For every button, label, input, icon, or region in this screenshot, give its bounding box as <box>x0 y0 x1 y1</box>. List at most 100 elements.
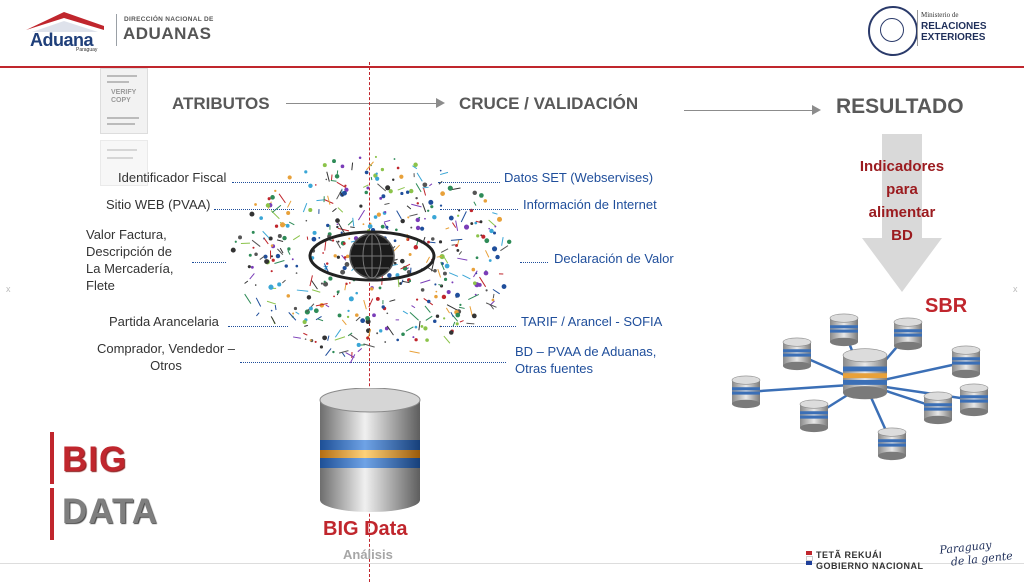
cloud-particle <box>252 231 255 234</box>
cloud-particle <box>473 191 477 195</box>
cloud-particle <box>443 272 447 276</box>
cloud-particle <box>486 289 488 291</box>
big-accent-bar <box>50 432 54 484</box>
cloud-particle <box>470 222 473 225</box>
val-bd-line1: BD – PVAA de Aduanas, <box>515 343 656 360</box>
cloud-particle <box>274 261 284 264</box>
cloud-particle <box>397 211 402 219</box>
cloud-particle <box>440 170 442 172</box>
cloud-particle <box>497 217 502 222</box>
cloud-particle <box>320 345 323 348</box>
cloud-particle <box>420 280 430 283</box>
cloud-particle <box>444 278 447 281</box>
cloud-particle <box>339 351 348 354</box>
cloud-particle <box>426 257 429 263</box>
cloud-particle <box>314 308 319 313</box>
connector-dots <box>438 182 500 183</box>
cloud-particle <box>349 296 354 301</box>
cloud-particle <box>420 227 424 231</box>
cloud-particle <box>385 185 390 190</box>
val-informacion-internet: Información de Internet <box>523 196 657 213</box>
invoice-thumbnail: VERIFY COPY <box>100 68 148 134</box>
cloud-particle <box>327 172 330 182</box>
cloud-particle <box>249 254 252 257</box>
cloud-particle <box>328 336 329 341</box>
cloud-particle <box>323 163 327 167</box>
ministry-name: RELACIONES EXTERIORES <box>921 21 987 43</box>
cloud-particle <box>358 210 364 220</box>
cloud-particle <box>335 337 345 340</box>
cloud-particle <box>443 255 448 263</box>
database-node-icon <box>878 428 906 460</box>
tetã-rekuai-text: TETÃ REKUÁI <box>816 550 882 560</box>
cloud-particle <box>429 184 432 186</box>
cloud-particle <box>359 156 362 159</box>
cloud-particle <box>303 320 307 324</box>
cloud-particle <box>254 203 257 206</box>
cloud-particle <box>349 282 351 284</box>
cloud-particle <box>379 329 382 332</box>
gobierno-nacional-text: GOBIERNO NACIONAL <box>816 561 924 571</box>
cloud-particle <box>271 316 275 323</box>
cloud-particle <box>264 259 269 264</box>
cloud-particle <box>322 252 324 254</box>
cloud-particle <box>365 171 369 175</box>
stamp-line1: VERIFY <box>111 89 136 97</box>
cloud-particle <box>252 240 260 246</box>
cloud-particle <box>440 191 445 196</box>
right-mark: x <box>1013 284 1018 294</box>
database-node-icon <box>830 314 858 346</box>
indicators-line4: BD <box>848 224 956 247</box>
cloud-particle <box>409 253 412 256</box>
cloud-particle <box>269 236 273 240</box>
cloud-particle <box>355 313 359 317</box>
cloud-particle <box>435 291 437 293</box>
cloud-particle <box>235 241 237 243</box>
attr-comprador-line2: Otros <box>92 357 240 374</box>
attr-valor-line2: Descripción de <box>86 243 173 260</box>
cloud-particle <box>447 290 451 294</box>
cloud-particle <box>455 293 460 298</box>
cloud-particle <box>493 289 500 293</box>
cloud-particle <box>434 283 436 285</box>
cloud-particle <box>365 316 370 321</box>
cloud-particle <box>412 306 415 308</box>
cloud-particle <box>495 255 499 259</box>
cloud-particle <box>338 223 344 233</box>
cloud-particle <box>264 238 268 244</box>
cloud-particle <box>315 184 317 186</box>
cloud-particle <box>472 314 477 319</box>
cloud-particle <box>459 307 465 308</box>
cloud-particle <box>280 222 285 227</box>
cloud-particle <box>492 213 497 215</box>
indicators-line2: para <box>848 178 956 201</box>
cloud-particle <box>449 273 458 277</box>
cloud-particle <box>328 277 332 281</box>
cloud-particle <box>287 247 290 250</box>
cloud-particle <box>456 221 458 231</box>
cloud-particle <box>277 240 283 242</box>
cloud-particle <box>321 282 323 284</box>
database-node-icon <box>960 384 988 416</box>
cloud-particle <box>422 187 428 188</box>
arrow-head-2-icon <box>812 105 821 115</box>
cloud-particle <box>407 216 409 218</box>
cloud-particle <box>447 305 458 311</box>
cloud-particle <box>318 319 323 321</box>
val-bd-line2: Otras fuentes <box>515 360 656 377</box>
cloud-particle <box>318 237 320 239</box>
cloud-particle <box>303 333 307 335</box>
cloud-particle <box>446 228 450 229</box>
cloud-particle <box>457 258 467 260</box>
cloud-particle <box>277 282 281 286</box>
cloud-particle <box>332 208 336 211</box>
cloud-particle <box>335 329 340 337</box>
cloud-particle <box>326 224 329 227</box>
cloud-particle <box>287 294 291 298</box>
val-declaracion: Declaración de Valor <box>554 250 674 267</box>
cloud-particle <box>276 254 280 258</box>
cloud-particle <box>416 183 421 192</box>
cloud-particle <box>251 266 254 269</box>
cloud-particle <box>389 189 393 193</box>
cloud-particle <box>337 256 340 259</box>
